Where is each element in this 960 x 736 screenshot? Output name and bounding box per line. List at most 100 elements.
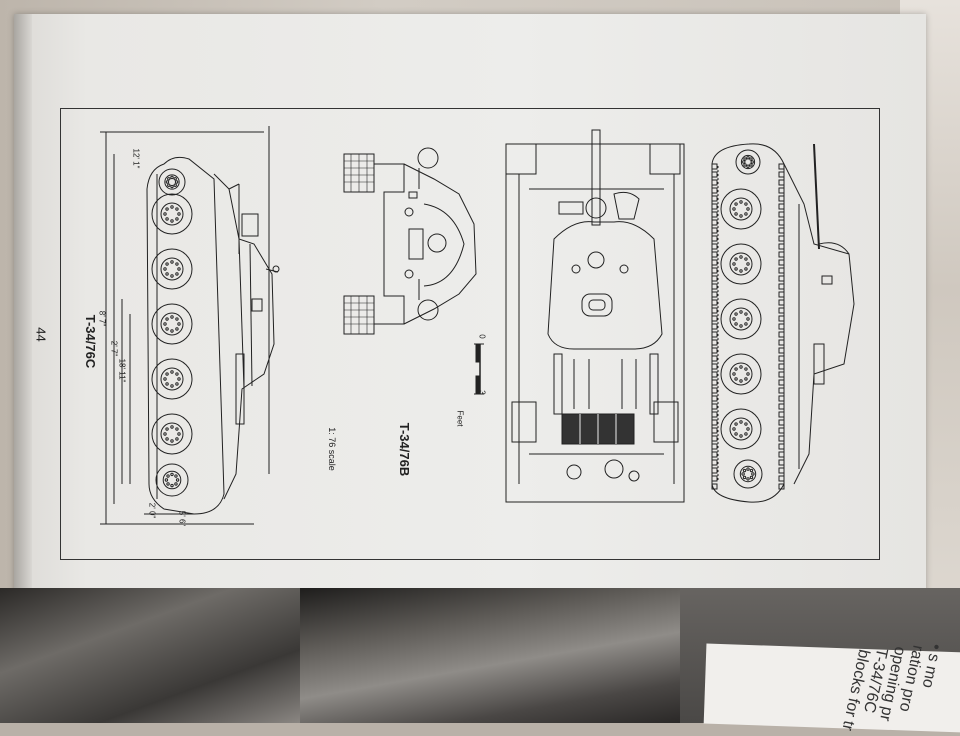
- road-wheel-bolt: [177, 377, 181, 381]
- track-link: [778, 227, 785, 234]
- track-link: [711, 347, 718, 354]
- road-wheel-bolt: [163, 322, 167, 326]
- road-wheel: [720, 188, 762, 230]
- track-link: [711, 219, 718, 226]
- track-link: [778, 291, 785, 298]
- track-link: [778, 315, 785, 322]
- idler-wheel-bolt: [164, 478, 169, 482]
- road-wheel: [720, 408, 762, 450]
- road-wheel-bolt: [739, 434, 743, 438]
- track-link: [778, 363, 785, 370]
- track-link: [778, 451, 785, 458]
- scale-label: 1: 76 scale: [326, 427, 337, 471]
- track-link: [778, 435, 785, 442]
- road-wheel-bolt: [175, 317, 179, 321]
- top-view-title: T-34/76B: [397, 422, 413, 477]
- road-wheel-bolt: [734, 312, 738, 316]
- track-link: [778, 355, 785, 362]
- road-wheel-bolt: [744, 322, 748, 326]
- track-link: [711, 307, 718, 314]
- road-wheel-bolt: [732, 427, 736, 431]
- road-wheel-bolt: [175, 427, 179, 431]
- road-wheel: [720, 353, 762, 395]
- idler-wheel-hub: [162, 470, 182, 490]
- road-wheel: [151, 193, 193, 235]
- road-wheel-bolt: [163, 212, 167, 216]
- drive-sprocket: [733, 459, 763, 489]
- idler-wheel-bolt: [166, 474, 170, 478]
- road-wheel-bolt: [165, 382, 169, 386]
- track-side-view-drawing: [711, 143, 855, 503]
- drive-sprocket-bolt: [167, 177, 171, 181]
- drive-sprocket-bolt: [165, 180, 170, 184]
- road-wheel-bolt: [734, 257, 738, 261]
- book-page: 44 T-34/76C 12' 1" 8' 7" 2' 7" 18' 11" 2…: [14, 14, 926, 606]
- track-link: [778, 275, 785, 282]
- track-link: [778, 475, 785, 482]
- track-link: [711, 235, 718, 242]
- track-link: [711, 315, 718, 322]
- idler-wheel: [155, 463, 189, 497]
- road-wheel-bolt: [170, 370, 174, 374]
- road-wheel-bolt: [746, 262, 750, 266]
- road-wheel-bolt: [739, 365, 743, 369]
- technical-drawings: [100, 126, 855, 525]
- track-link: [711, 451, 718, 458]
- idler-wheel-bolt: [750, 160, 754, 164]
- track-link: [778, 179, 785, 186]
- road-wheel-bolt: [175, 207, 179, 211]
- track-link: [778, 331, 785, 338]
- road-wheel-hub: [160, 202, 184, 226]
- drive-sprocket-bolt: [749, 475, 754, 480]
- side-view-title: T-34/76C: [83, 314, 99, 369]
- track-link: [778, 187, 785, 194]
- road-wheel-bolt: [746, 317, 750, 321]
- road-wheel-bolt: [165, 317, 169, 321]
- track-links: [711, 163, 785, 490]
- track-link: [711, 283, 718, 290]
- track-link: [778, 219, 785, 226]
- drive-sprocket-bolt: [174, 180, 179, 184]
- track-link: [711, 331, 718, 338]
- idler-wheel-bolt: [166, 482, 170, 486]
- caption-fragment: • s mo ration pro opening pr T-34/76C bl…: [703, 642, 960, 733]
- road-wheel-hub: [160, 312, 184, 336]
- road-wheel-bolt: [175, 382, 179, 386]
- road-wheel-bolt: [175, 217, 179, 221]
- track-link: [778, 251, 785, 258]
- drive-sprocket-hub: [739, 465, 757, 483]
- road-wheel-hub: [160, 422, 184, 446]
- idler-wheel-bolt: [170, 472, 174, 477]
- track-link: [711, 203, 718, 210]
- drive-sprocket-bolt: [746, 477, 750, 481]
- road-wheel-hub: [729, 197, 753, 221]
- dimension-label: 5' 6": [177, 510, 187, 527]
- road-wheel-bolt: [732, 317, 736, 321]
- drive-sprocket-bolt: [173, 183, 177, 187]
- track-link: [711, 379, 718, 386]
- dimension-label: 2' 0": [147, 502, 157, 519]
- track-link: [711, 411, 718, 418]
- road-wheel-bolt: [175, 262, 179, 266]
- track-link: [711, 363, 718, 370]
- road-wheel-bolt: [170, 329, 174, 333]
- idler-wheel-bolt: [742, 160, 746, 164]
- track-link: [778, 211, 785, 218]
- idler-wheel-bolt: [746, 164, 750, 168]
- track-link: [711, 211, 718, 218]
- track-link: [711, 435, 718, 442]
- track-link: [778, 395, 785, 402]
- idler-wheel-bolt: [174, 474, 178, 478]
- track-link: [711, 419, 718, 426]
- road-wheel-bolt: [734, 367, 738, 371]
- road-wheel-hub: [729, 362, 753, 386]
- track-link: [711, 403, 718, 410]
- road-wheel-bolt: [744, 212, 748, 216]
- scale-bar-end: 3: [477, 390, 487, 395]
- track-link: [778, 307, 785, 314]
- idler-wheel-bolt: [743, 157, 747, 161]
- road-wheel-bolt: [734, 377, 738, 381]
- road-wheel-bolt: [165, 272, 169, 276]
- drawing-frame: [60, 108, 880, 560]
- drive-sprocket: [158, 168, 186, 196]
